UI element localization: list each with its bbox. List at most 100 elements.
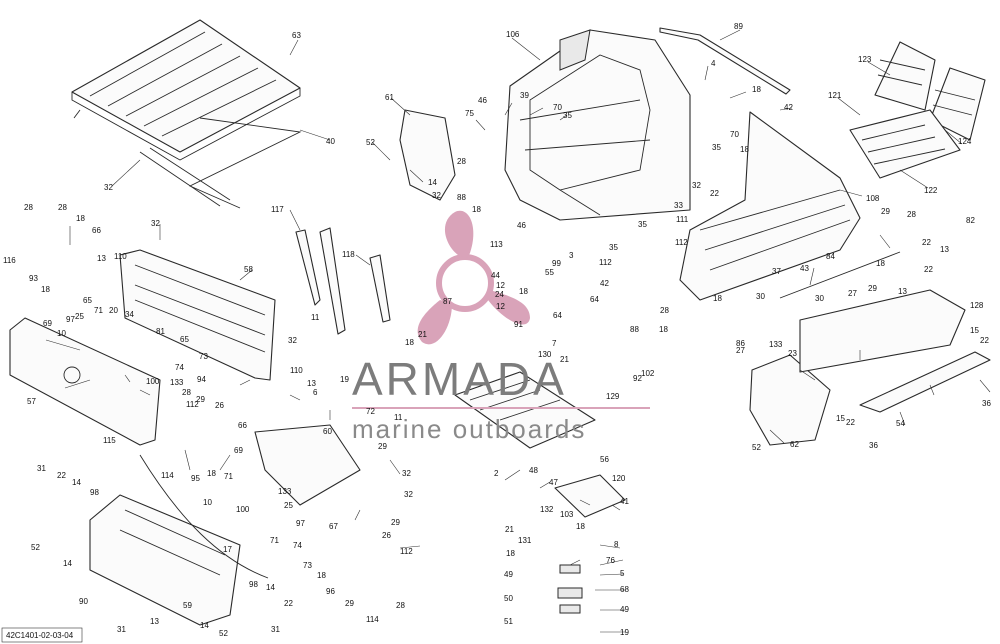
callout: 32 xyxy=(402,469,411,478)
callout: 100 xyxy=(236,505,250,514)
callout: 21 xyxy=(418,330,427,339)
side-rail-54 xyxy=(859,351,991,413)
callout: 18 xyxy=(876,259,885,268)
rod-84 xyxy=(779,251,901,299)
callout: 3 xyxy=(569,251,574,260)
callout: 132 xyxy=(540,505,554,514)
callout: 87 xyxy=(443,297,452,306)
tailgate-inner xyxy=(119,249,276,381)
callout: 22 xyxy=(284,599,293,608)
callout: 23 xyxy=(788,349,797,358)
callout: 30 xyxy=(756,292,765,301)
callout: 110 xyxy=(114,252,127,261)
callout: 35 xyxy=(563,111,572,120)
reference-code: 42C1401-02-03-04 xyxy=(6,631,74,640)
callout: 28 xyxy=(660,306,669,315)
callout: 99 xyxy=(552,259,561,268)
callout: 52 xyxy=(31,543,40,552)
callout: 17 xyxy=(223,545,232,554)
propeller-logo-icon xyxy=(417,210,530,345)
callout: 43 xyxy=(800,264,809,273)
callout: 13 xyxy=(940,245,949,254)
callout: 110 xyxy=(290,366,303,375)
cover-seal xyxy=(188,117,302,209)
callout: 71 xyxy=(94,306,103,315)
callout: 32 xyxy=(288,336,297,345)
callout: 112 xyxy=(186,400,199,409)
callout: 133 xyxy=(170,378,184,387)
callout: 93 xyxy=(29,274,38,283)
callout: 28 xyxy=(907,210,916,219)
callout: 68 xyxy=(620,585,629,594)
cargo-frame xyxy=(454,371,596,449)
callout: 52 xyxy=(752,443,761,452)
cargo-cover-panel xyxy=(71,19,301,207)
callout: 11 xyxy=(311,313,320,322)
callout: 42 xyxy=(784,103,793,112)
callout: 21 xyxy=(505,525,514,534)
callout: 49 xyxy=(620,605,629,614)
callout: 66 xyxy=(92,226,101,235)
callout: 102 xyxy=(641,369,655,378)
callout: 11 xyxy=(394,413,403,422)
callout: 74 xyxy=(175,363,184,372)
callout: 13 xyxy=(97,254,106,263)
callout: 26 xyxy=(215,401,224,410)
callout: 18 xyxy=(76,214,85,223)
callout: 22 xyxy=(924,265,933,274)
callout: 124 xyxy=(958,137,972,146)
callout: 28 xyxy=(396,601,405,610)
callout: 50 xyxy=(504,594,513,603)
callout: 89 xyxy=(734,22,743,31)
callout: 131 xyxy=(518,536,532,545)
support-bar-118 xyxy=(369,254,391,323)
callout: 59 xyxy=(183,601,192,610)
callout: 57 xyxy=(27,397,36,406)
callout: 33 xyxy=(674,201,683,210)
callout: 65 xyxy=(180,335,189,344)
callout: 58 xyxy=(244,265,253,274)
callout: 82 xyxy=(966,216,975,225)
callout: 133 xyxy=(769,340,783,349)
callout: 29 xyxy=(881,207,890,216)
callout: 111 xyxy=(676,215,689,224)
callout: 123 xyxy=(858,55,872,64)
callout: 74 xyxy=(293,541,302,550)
callout: 18 xyxy=(740,145,749,154)
callout: 28 xyxy=(58,203,67,212)
callout: 18 xyxy=(506,549,515,558)
callout: 6 xyxy=(313,388,318,397)
callout: 94 xyxy=(197,375,206,384)
callout: 115 xyxy=(103,436,116,445)
callout: 116 xyxy=(3,256,16,265)
callout: 22 xyxy=(846,418,855,427)
callout: 10 xyxy=(203,498,212,507)
callout: 31 xyxy=(271,625,280,634)
callout: 46 xyxy=(478,96,487,105)
inner-panel-60 xyxy=(254,424,361,506)
callout: 128 xyxy=(970,301,984,310)
callout: 133 xyxy=(278,487,292,496)
callout: 24 xyxy=(495,290,504,299)
callout: 20 xyxy=(109,306,118,315)
callout: 35 xyxy=(638,220,647,229)
cargo-box xyxy=(504,29,691,221)
callout: 29 xyxy=(391,518,400,527)
callout: 12 xyxy=(496,281,505,290)
callout: 108 xyxy=(866,194,880,203)
callout: 18 xyxy=(659,325,668,334)
callout: 32 xyxy=(404,490,413,499)
callout: 31 xyxy=(117,625,126,634)
callout: 42 xyxy=(600,279,609,288)
callout: 76 xyxy=(606,556,615,565)
callout: 100 xyxy=(146,377,160,386)
callout: 70 xyxy=(730,130,739,139)
callout: 41 xyxy=(620,497,629,506)
callout: 75 xyxy=(465,109,474,118)
brand-name: ARMADA xyxy=(352,353,567,405)
callout: 88 xyxy=(457,193,466,202)
callout: 13 xyxy=(307,379,316,388)
callout: 13 xyxy=(150,617,159,626)
callout: 31 xyxy=(37,464,46,473)
